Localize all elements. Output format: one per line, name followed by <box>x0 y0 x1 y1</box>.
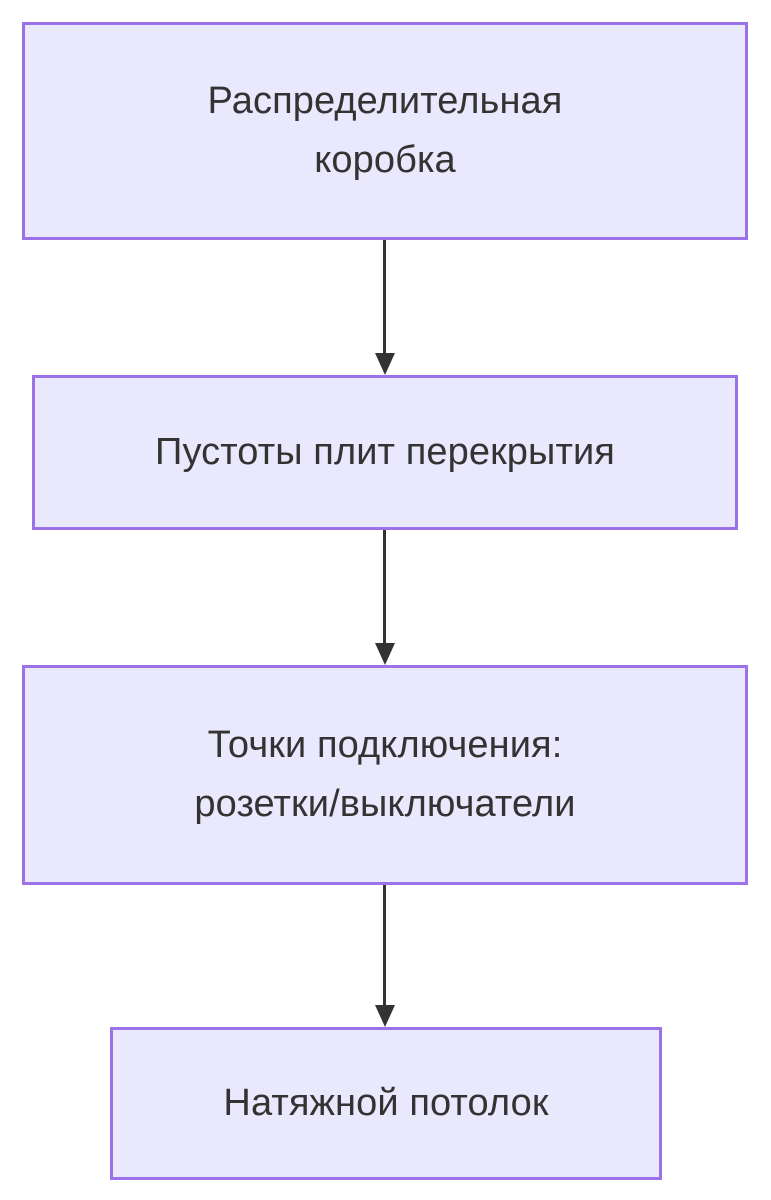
flow-node-tochki-podklyucheniya[interactable]: Точки подключения: розетки/выключатели <box>22 665 748 885</box>
flow-node-label: Натяжной потолок <box>223 1082 549 1125</box>
arrow-down-icon <box>375 643 395 665</box>
flow-node-label: Распределительная коробка <box>207 80 563 181</box>
flow-node-label: Точки подключения: розетки/выключатели <box>194 724 576 825</box>
flow-node-label: Пустоты плит перекрытия <box>155 431 615 474</box>
flow-node-raspredelitelnaya-korobka[interactable]: Распределительная коробка <box>22 22 748 240</box>
flow-node-pustoty-plit-perekrytiya[interactable]: Пустоты плит перекрытия <box>32 375 738 530</box>
flow-node-natyazhnoy-potolok[interactable]: Натяжной потолок <box>110 1027 662 1180</box>
flow-edge-n3-n4 <box>372 885 398 1027</box>
edge-line <box>383 530 386 644</box>
flow-edge-n1-n2 <box>372 240 398 375</box>
arrow-down-icon <box>375 353 395 375</box>
edge-line <box>383 240 386 354</box>
arrow-down-icon <box>375 1005 395 1027</box>
flow-edge-n2-n3 <box>372 530 398 665</box>
edge-line <box>383 885 386 1006</box>
